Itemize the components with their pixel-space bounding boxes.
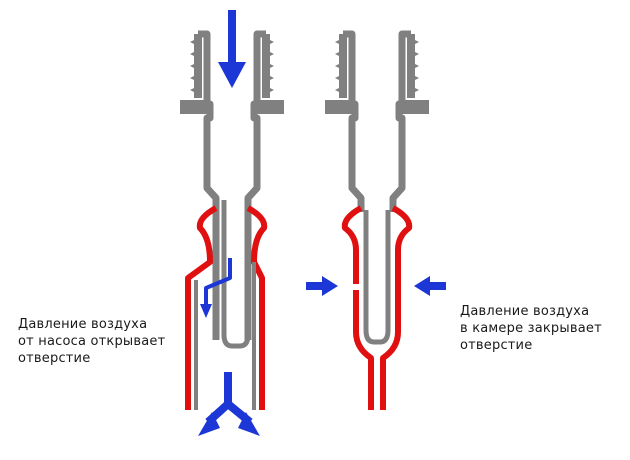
left-valve-stem-tube [221,200,251,349]
pressure-arrow-right-shaft [428,282,446,290]
left-valve-collar-right [254,100,284,114]
right-valve-rubber-sleeve [341,205,413,410]
right-valve-closed [306,30,446,410]
bottom-split-arrow-head-right [238,412,260,436]
right-valve-stem-tube [363,210,391,345]
right-valve-body-wall-left [343,30,365,212]
left-valve-airflow-arrows [198,10,260,436]
left-valve-thread-right [262,34,274,98]
right-valve-pressure-arrows [306,276,446,296]
pressure-arrow-left-shaft [306,282,324,290]
left-valve-rubber-sleeve-left [185,205,218,410]
pressure-arrow-left-head [322,276,338,296]
right-valve-thread-right [407,34,419,98]
caption-chamber-pressure-closes: Давление воздуха в камере закрывает отве… [460,304,602,353]
left-valve-body-wall-left [198,30,220,340]
right-valve-thread-left [335,34,347,98]
hole-flow-arrow-head [200,304,212,318]
right-valve-collar-left [325,100,355,114]
left-valve-thread-left [190,34,202,98]
left-valve-collar-left [180,100,210,114]
right-valve-closed-hole [352,284,360,290]
hole-flow-arrow [204,258,232,308]
caption-pump-pressure-opens: Давление воздуха от насоса открывает отв… [18,317,166,366]
top-inflow-arrow-head [218,62,246,88]
left-valve-open [180,10,284,436]
left-valve-rubber-sleeve-right [246,205,268,410]
right-valve-collar-right [399,100,429,114]
bottom-split-arrow [205,372,253,426]
left-valve-body-wall-right [244,30,266,340]
bottom-split-arrow-head-left [198,412,220,436]
right-valve-body-wall-right [389,30,411,212]
pressure-arrow-right-head [414,276,430,296]
